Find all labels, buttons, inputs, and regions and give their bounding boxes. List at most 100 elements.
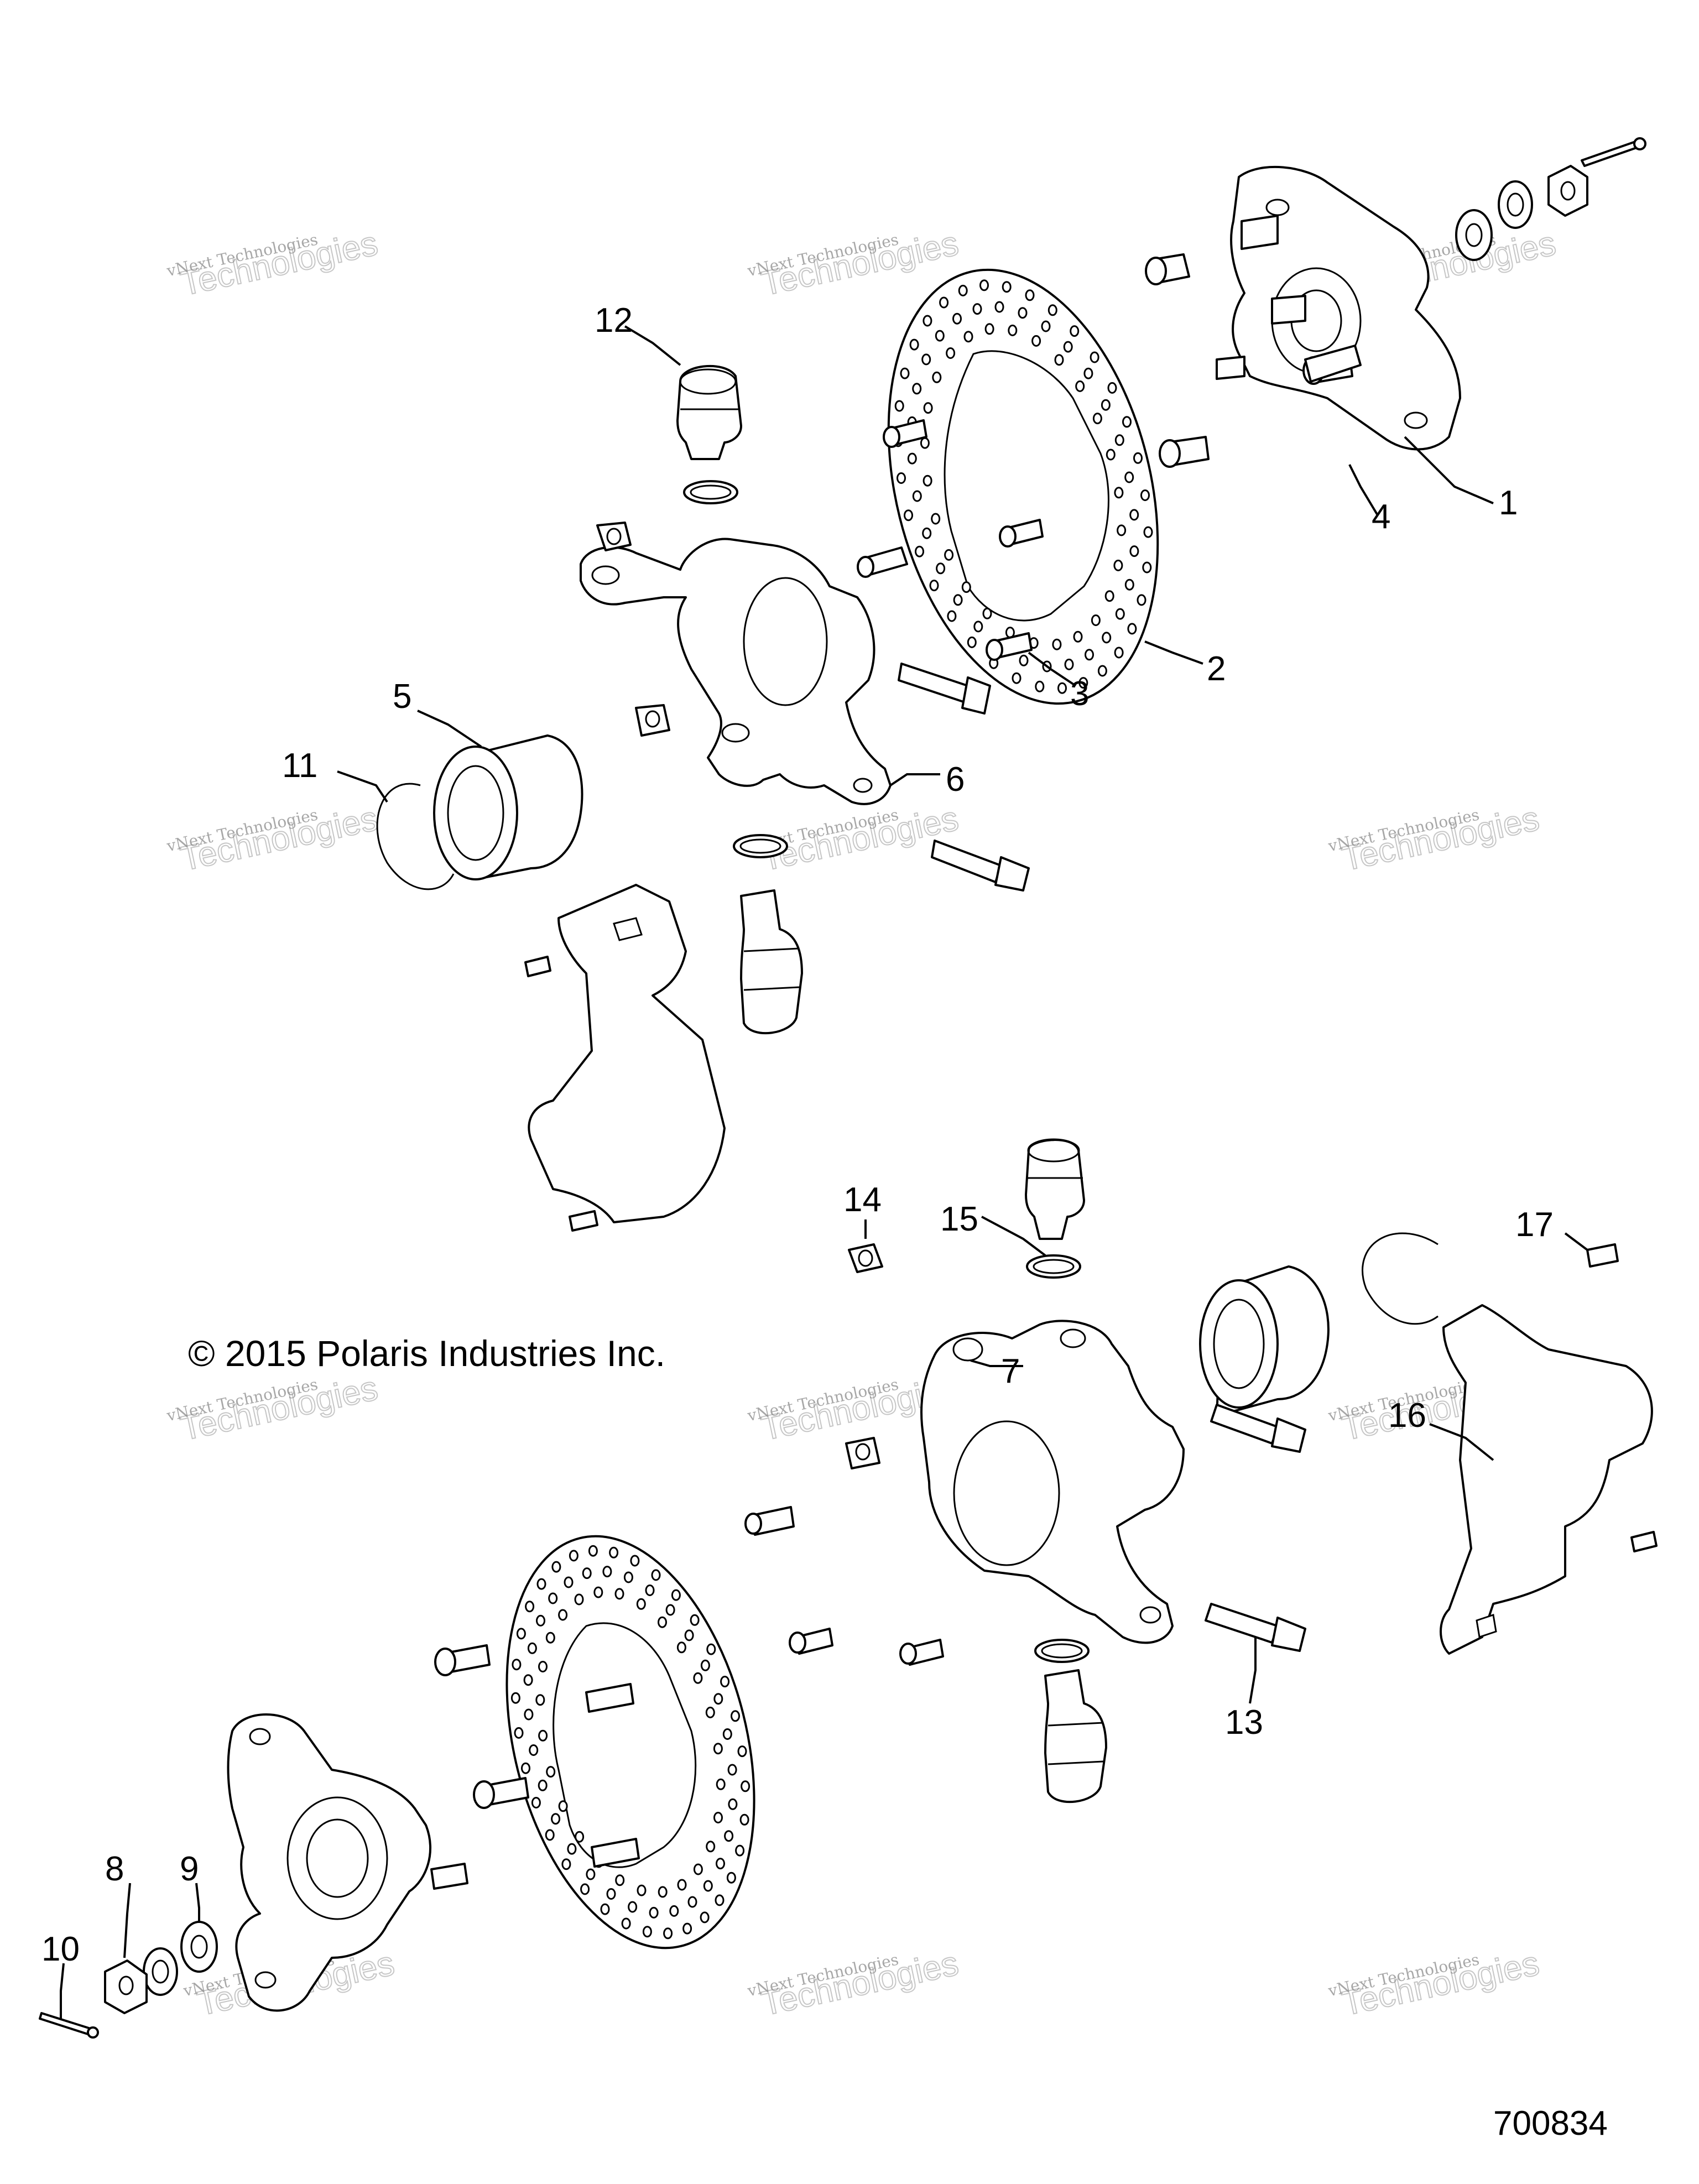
disc-vent-hole xyxy=(715,1894,725,1906)
disc-vent-hole xyxy=(705,1706,715,1718)
disc-vent-hole xyxy=(1091,614,1101,626)
disc-vent-hole xyxy=(567,1843,577,1855)
disc-vent-hole xyxy=(1127,623,1137,635)
disc-vent-hole xyxy=(1054,354,1064,366)
disc-vent-hole xyxy=(551,1813,561,1825)
callout-6: 6 xyxy=(946,760,965,799)
disc-vent-hole xyxy=(1031,335,1041,347)
disc-vent-hole xyxy=(1133,452,1143,464)
disc-vent-hole xyxy=(963,331,973,343)
disc-vent-hole xyxy=(727,1764,737,1776)
disc-vent-hole xyxy=(538,1779,548,1791)
watermark-layer: Technologies vNext Technologies Technolo… xyxy=(165,223,1560,2024)
part-caliper-bracket-upper xyxy=(528,884,726,1223)
part-disc-screw-lower-2 xyxy=(899,1639,944,1666)
part-castle-nut-upper xyxy=(1547,165,1588,217)
part-wheel-stud-lower-3 xyxy=(585,1683,634,1713)
leader-lines xyxy=(60,325,1588,2019)
callout-9: 9 xyxy=(180,1850,199,1888)
disc-vent-hole xyxy=(510,1692,520,1704)
disc-vent-hole xyxy=(593,1586,603,1598)
watermark: Technologies vNext Technologies xyxy=(165,223,382,304)
disc-vent-hole xyxy=(706,1841,716,1853)
disc-vent-hole xyxy=(939,296,949,309)
disc-vent-hole xyxy=(682,1922,692,1935)
part-ball-joint-lower xyxy=(1044,1669,1107,1804)
disc-vent-hole xyxy=(912,490,922,502)
callout-8: 8 xyxy=(105,1850,124,1888)
disc-vent-hole xyxy=(551,1561,561,1573)
disc-vent-hole xyxy=(642,1926,652,1938)
disc-vent-hole xyxy=(569,1550,579,1562)
disc-vent-hole xyxy=(586,1868,596,1880)
callout-17: 17 xyxy=(1515,1206,1554,1244)
disc-vent-hole xyxy=(958,284,968,296)
disc-vent-hole xyxy=(1008,324,1018,336)
part-snap-ring-15 xyxy=(1026,1254,1081,1279)
disc-vent-hole xyxy=(1104,590,1114,602)
part-caliper-screw-upper xyxy=(524,956,551,977)
disc-vent-hole xyxy=(700,1659,710,1671)
disc-vent-hole xyxy=(735,1844,745,1857)
part-hub-upper xyxy=(1216,165,1461,451)
part-bolt-lower xyxy=(1210,1404,1306,1453)
disc-vent-hole xyxy=(931,513,941,525)
part-wheel-stud-lower-4 xyxy=(591,1838,640,1868)
disc-vent-hole xyxy=(649,1906,659,1919)
part-nut-14 xyxy=(848,1243,883,1273)
part-caliper-screw-upper-2 xyxy=(569,1210,598,1232)
disc-vent-hole xyxy=(741,1780,751,1792)
part-cotter-pin-upper xyxy=(1581,137,1646,167)
copyright-notice: © 2015 Polaris Industries Inc. xyxy=(188,1333,665,1374)
callout-4: 4 xyxy=(1372,498,1390,536)
disc-vent-hole xyxy=(1122,416,1132,428)
disc-vent-hole xyxy=(731,1710,740,1722)
disc-vent-hole xyxy=(909,338,919,351)
disc-vent-hole xyxy=(669,1905,679,1917)
disc-vent-hole xyxy=(523,1674,533,1686)
disc-vent-hole xyxy=(915,545,924,557)
part-wheel-stud-lower xyxy=(434,1644,491,1676)
part-ball-joint-upper xyxy=(676,364,742,460)
disc-vent-hole xyxy=(663,1927,673,1940)
part-cotter-pin-10 xyxy=(39,2012,99,2039)
disc-vent-hole xyxy=(516,1628,526,1640)
disc-vent-hole xyxy=(645,1584,655,1596)
disc-vent-hole xyxy=(1078,677,1088,689)
part-retaining-ring-upper xyxy=(376,783,455,890)
disc-vent-hole xyxy=(1083,367,1093,379)
watermark: Technologies vNext Technologies xyxy=(746,1943,962,2024)
disc-vent-hole xyxy=(929,580,939,592)
disc-vent-hole xyxy=(521,1762,530,1774)
disc-vent-hole xyxy=(952,312,962,325)
disc-vent-hole xyxy=(606,1888,616,1900)
callout-16: 16 xyxy=(1388,1396,1426,1435)
disc-vent-hole xyxy=(894,400,904,412)
watermark: Technologies vNext Technologies xyxy=(165,1368,382,1448)
disc-vent-hole xyxy=(538,1661,548,1672)
callout-labels: 1 2 3 4 5 6 7 8 9 10 11 12 13 14 15 16 1… xyxy=(41,301,1554,1968)
part-disc-screw xyxy=(999,519,1044,548)
disc-vent-hole xyxy=(693,1863,703,1875)
disc-vent-hole xyxy=(1102,632,1112,644)
disc-vent-hole xyxy=(1019,654,1029,666)
disc-vent-hole xyxy=(716,1858,725,1870)
callout-1: 1 xyxy=(1499,484,1518,522)
disc-vent-hole xyxy=(1129,509,1139,521)
part-bolt-upper xyxy=(898,663,991,715)
part-ball-joint-mid xyxy=(740,889,803,1035)
part-caliper-screw-lower xyxy=(1630,1531,1658,1552)
disc-vent-hole xyxy=(713,1812,723,1823)
disc-vent-hole xyxy=(912,383,922,395)
part-retaining-ring-lower xyxy=(1362,1232,1439,1325)
disc-vent-hole xyxy=(671,1589,681,1601)
disc-vent-hole xyxy=(628,1901,638,1913)
disc-vent-hole xyxy=(737,1745,747,1758)
disc-vent-hole xyxy=(1107,382,1117,394)
disc-vent-hole xyxy=(1124,578,1134,591)
part-brake-disc-lower xyxy=(505,1535,755,1950)
disc-vent-hole xyxy=(536,1578,546,1590)
part-bolt-13 xyxy=(1205,1603,1306,1652)
disc-vent-hole xyxy=(935,330,945,342)
disc-vent-hole xyxy=(535,1694,545,1706)
